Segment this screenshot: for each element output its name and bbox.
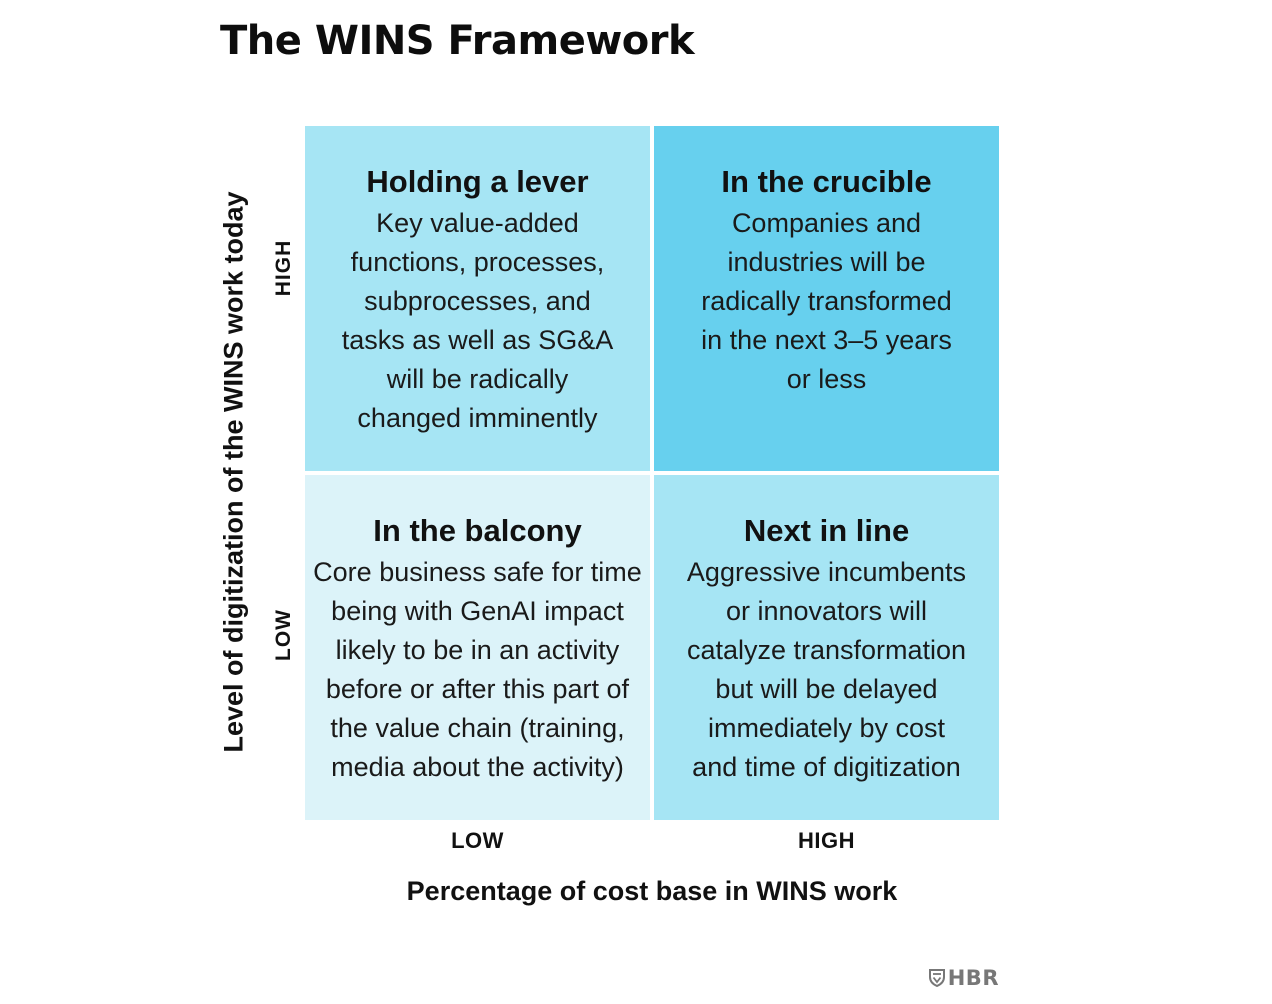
x-axis-label: Percentage of cost base in WINS work — [406, 876, 898, 906]
x-tick-low: LOW — [451, 828, 504, 853]
y-axis-label: Level of digitization of the WINS work t… — [218, 191, 249, 753]
x-tick-high: HIGH — [798, 828, 855, 853]
y-tick-low: LOW — [272, 609, 295, 661]
hbr-logo: HBR — [928, 966, 999, 990]
quadrant-title: Holding a lever — [366, 164, 589, 199]
quadrant-next-in-line: Next in line Aggressive incumbents or in… — [654, 475, 999, 820]
quadrant-description: Aggressive incumbents or innovators will… — [686, 557, 967, 782]
quadrant-description: Companies and industries will be radical… — [701, 208, 952, 394]
quadrant-holding-a-lever: Holding a lever Key value-added function… — [305, 126, 650, 471]
quadrant-description: Key value-added functions, processes, su… — [341, 208, 614, 433]
quadrant-in-the-balcony: In the balcony Core business safe for ti… — [305, 475, 650, 820]
quadrant-title: In the crucible — [721, 164, 932, 199]
quadrant-description: Core business safe for time being with G… — [313, 557, 642, 782]
page-title: The WINS Framework — [220, 18, 695, 64]
quadrant-in-the-crucible: In the crucible Companies and industries… — [654, 126, 999, 471]
quadrant-title: Next in line — [743, 513, 910, 548]
logo-text: HBR — [947, 966, 999, 990]
y-tick-high: HIGH — [272, 239, 295, 297]
shield-icon — [928, 969, 945, 987]
quadrant-title: In the balcony — [373, 513, 582, 548]
